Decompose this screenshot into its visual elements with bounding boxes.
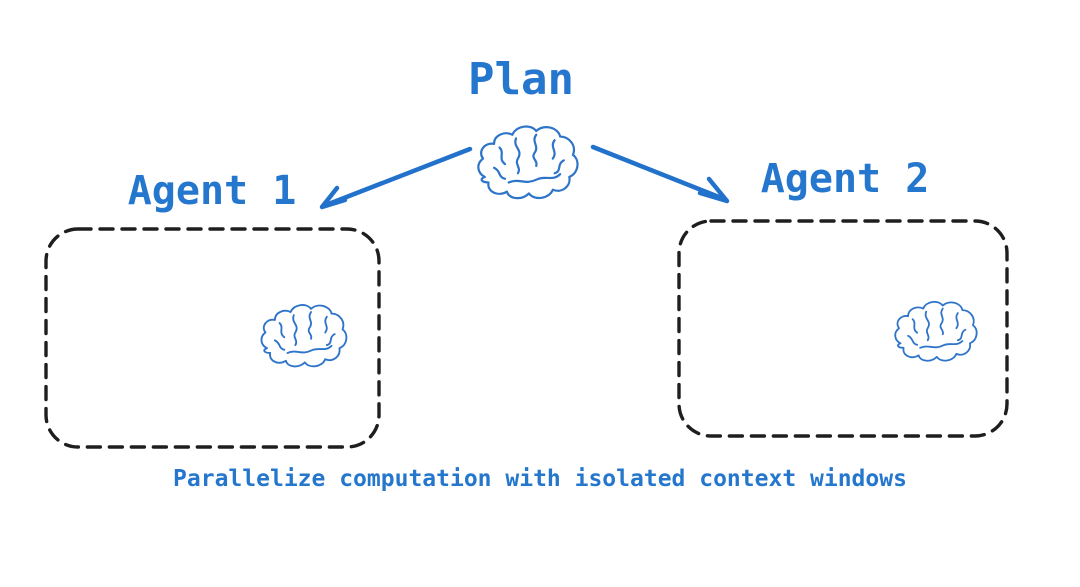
arrow-to-agent2-head — [697, 176, 730, 204]
caption: Parallelize computation with isolated co… — [173, 466, 907, 492]
brain-icon — [260, 304, 348, 368]
arrow-to-agent2 — [590, 144, 727, 202]
context-window-icon — [0, 86, 85, 176]
context-window-icon — [0, 0, 82, 86]
brain-icon — [477, 125, 579, 200]
plan-title: Plan — [468, 54, 574, 105]
brain-icon — [894, 300, 978, 362]
agent1-label: Agent 1 — [127, 168, 297, 214]
arrow-to-agent1-head — [319, 185, 348, 210]
arrow-to-agent1 — [323, 146, 473, 208]
agent2-label: Agent 2 — [760, 156, 930, 202]
